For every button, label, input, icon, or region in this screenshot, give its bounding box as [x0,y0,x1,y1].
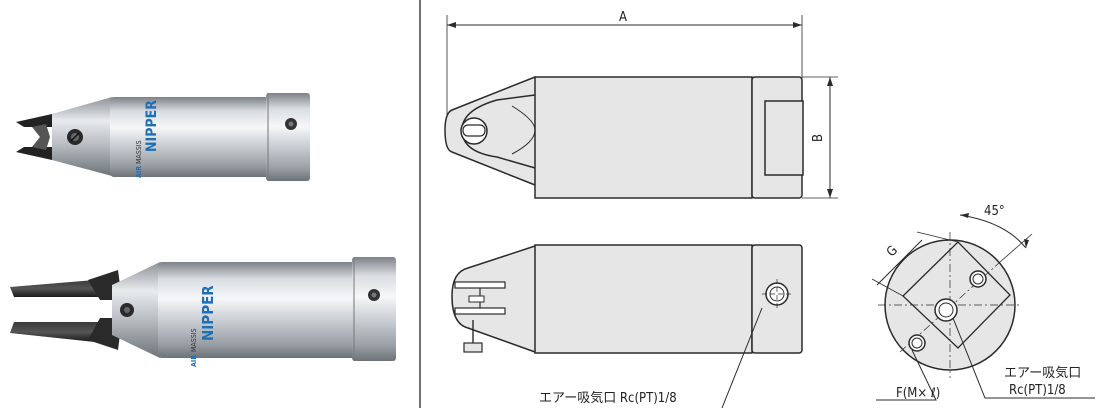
brand-label-top: NIPPER [144,100,160,152]
tool-photo-bottom: NIPPER MASSIS AIR [10,257,396,367]
dimension-g-label: G [884,243,901,260]
photo-panel: NIPPER MASSIS AIR [10,93,396,367]
thread-label: F(M× ℓ) [896,386,940,401]
prefix-label-bottom: AIR [190,355,198,367]
tool-photo-top: NIPPER MASSIS AIR [16,93,310,181]
end-view: 45° G F(M× ℓ) エアー吸気口 Rc(PT)1/8 [871,204,1095,401]
air-inlet-label-bottom: エアー吸気口 Rc(PT)1/8 [539,390,677,406]
technical-drawing: A B [444,10,1095,409]
brand-label-bottom: NIPPER [199,285,217,341]
side-view: エアー吸気口 Rc(PT)1/8 [451,244,803,409]
model-label-top: MASSIS [135,140,143,164]
top-view: A B [444,10,838,199]
body-side-view [534,244,753,354]
air-inlet-label-right: エアー吸気口 [1004,365,1081,381]
air-inlet-spec-right: Rc(PT)1/8 [1009,383,1066,398]
dimension-b-label: B [811,134,826,142]
body-top-view [534,76,753,199]
dimension-a-label: A [619,10,627,25]
angle-label: 45° [984,204,1005,219]
prefix-label-top: AIR [135,166,143,178]
model-label-bottom: MASSIS [190,328,198,352]
air-port [765,282,789,306]
